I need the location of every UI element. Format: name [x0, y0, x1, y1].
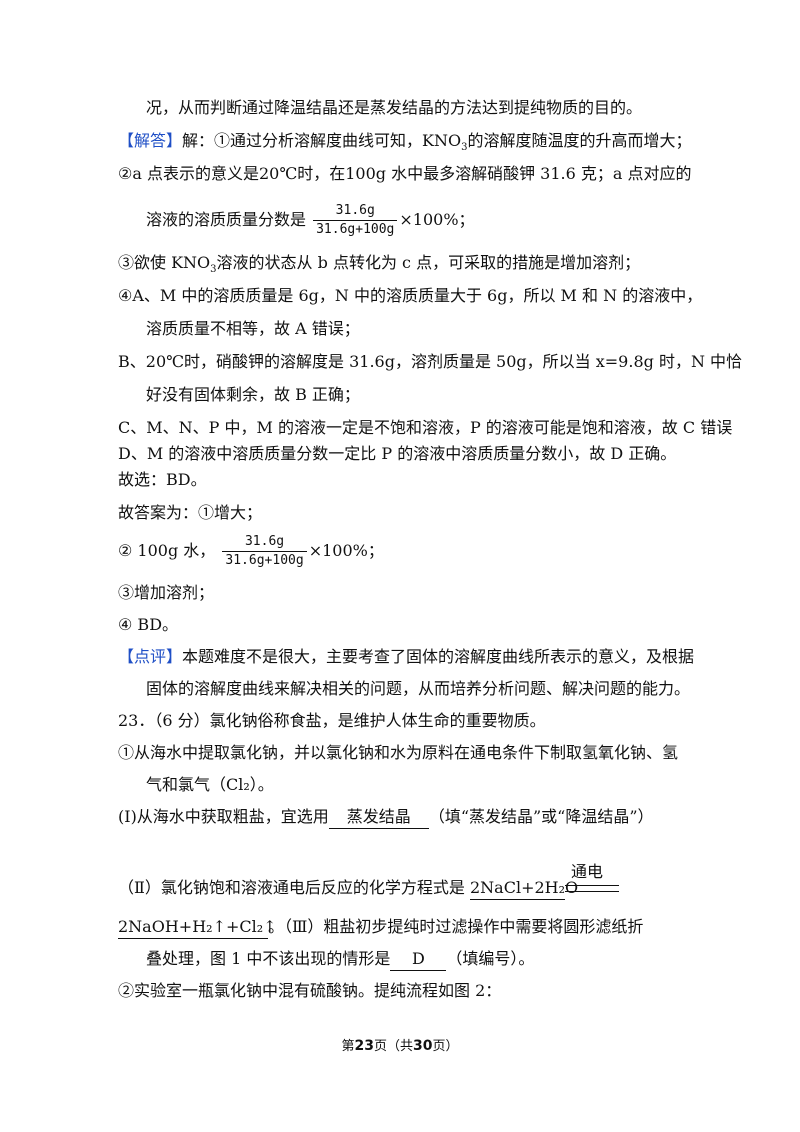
text-line: 溶液的溶质质量分数是 31.6g 31.6g+100g ×100%； — [146, 203, 475, 238]
answer-blank: D — [390, 948, 447, 971]
text-line: 溶质质量不相等，故 A 错误； — [146, 319, 360, 338]
text-line: B、20℃时，硝酸钾的溶解度是 31.6g，溶剂质量是 50g，所以当 x=9.… — [118, 352, 743, 371]
text-line: ①从海水中提取氯化钠，并以氯化钠和水为原料在通电条件下制取氢氧化钠、氢 — [118, 743, 679, 762]
text-line: (Ⅰ)从海水中获取粗盐，宜选用蒸发结晶（填“蒸发结晶”或“降温结晶”） — [118, 806, 654, 829]
text-line: 故答案为：①增大； — [118, 503, 263, 522]
equation-left: 2NaCl+2H₂O — [469, 877, 578, 900]
text-segment: 解：①通过分析溶解度曲线可知，KNO — [182, 131, 462, 150]
text-segment: 叠处理，图 1 中不该出现的情形是 — [146, 949, 391, 968]
text-segment: ×100%； — [308, 541, 384, 560]
text-segment: (Ⅰ)从海水中获取粗盐，宜选用 — [118, 807, 329, 826]
text-line: 气和氯气（Cl₂）。 — [146, 775, 274, 794]
text-line: ②实验室一瓶氯化钠中混有硫酸钠。提纯流程如图 2： — [118, 981, 502, 1000]
fraction-numerator: 31.6g — [313, 203, 398, 221]
footer-text: 第 — [341, 1039, 355, 1054]
text-segment: 。（Ⅲ）粗盐初步提纯时过滤操作中需要将圆形滤纸折 — [268, 917, 644, 936]
question-title: 23．（6 分）氯化钠俗称食盐，是维护人体生命的重要物质。 — [118, 711, 546, 730]
footer-text: 页（共 — [373, 1039, 413, 1054]
text-line: 好没有固体剩余，故 B 正确； — [146, 385, 360, 404]
answer-blank: 蒸发结晶 — [328, 806, 429, 829]
text-line: D、M 的溶液中溶质质量分数一定比 P 的溶液中溶质质量分数小，故 D 正确。 — [118, 444, 677, 463]
text-segment: 本题难度不是很大，主要考查了固体的溶解度曲线所表示的意义，及根据 — [182, 647, 695, 666]
text-segment: （填编号）。 — [446, 949, 535, 968]
reaction-condition: 通电 — [564, 862, 619, 899]
answer-tag: 【解答】 — [118, 131, 183, 150]
comment-tag: 【点评】 — [118, 647, 183, 666]
text-line: ④A、M 中的溶质质量是 6g，N 中的溶质质量大于 6g，所以 M 和 N 的… — [118, 286, 703, 305]
subscript: 3 — [461, 142, 468, 154]
text-line: 【点评】本题难度不是很大，主要考查了固体的溶解度曲线所表示的意义，及根据 — [118, 646, 694, 668]
fraction: 31.6g 31.6g+100g — [313, 203, 398, 238]
equals-sign — [564, 885, 619, 892]
text-segment: 溶液的状态从 b 点转化为 c 点，可采取的措施是增加溶剂； — [216, 253, 641, 272]
text-line: 2NaOH+H₂↑+Cl₂↑。（Ⅲ）粗盐初步提纯时过滤操作中需要将圆形滤纸折 — [118, 916, 643, 939]
page-total: 30 — [413, 1038, 433, 1054]
text-line: ② 100g 水， 31.6g 31.6g+100g ×100%； — [118, 534, 384, 569]
text-segment: ③欲使 KNO — [118, 253, 211, 272]
footer-text: 页） — [432, 1039, 459, 1054]
text-segment: 的溶解度随温度的升高而增大； — [467, 131, 692, 150]
page-number: 23 — [354, 1038, 374, 1054]
text-line: 况，从而判断通过降温结晶还是蒸发结晶的方法达到提纯物质的目的。 — [146, 98, 643, 117]
fraction: 31.6g 31.6g+100g — [222, 534, 307, 569]
fraction-denominator: 31.6g+100g — [316, 222, 395, 237]
text-segment: ② 100g 水， — [118, 541, 216, 560]
equation-right: 2NaOH+H₂↑+Cl₂↑ — [118, 916, 277, 939]
text-line: ④ BD。 — [118, 615, 179, 634]
text-line: ③欲使 KNO3溶液的状态从 b 点转化为 c 点，可采取的措施是增加溶剂； — [118, 252, 640, 281]
condition-label: 通电 — [570, 862, 603, 881]
text-line: C、M、N、P 中，M 的溶液一定是不饱和溶液，P 的溶液可能是饱和溶液，故 C… — [118, 418, 733, 437]
text-segment: （填“蒸发结晶”或“降温结晶”） — [428, 807, 654, 826]
text-line: ③增加溶剂； — [118, 583, 215, 602]
text-segment: ×100%； — [399, 210, 475, 229]
fraction-numerator: 31.6g — [222, 534, 307, 552]
page-footer: 第23页（共30页） — [0, 1035, 800, 1054]
text-line: 故选：BD。 — [118, 470, 207, 489]
text-segment: 溶液的溶质质量分数是 — [146, 210, 307, 229]
fraction-denominator: 31.6g+100g — [225, 553, 304, 568]
text-line: ②a 点表示的意义是20℃时，在100g 水中最多溶解硝酸钾 31.6 克；a … — [118, 164, 692, 183]
text-line: 固体的溶解度曲线来解决相关的问题，从而培养分析问题、解决问题的能力。 — [146, 679, 691, 698]
text-line: 【解答】解：①通过分析溶解度曲线可知，KNO3的溶解度随温度的升高而增大； — [118, 130, 691, 159]
subscript: 3 — [210, 264, 217, 276]
text-segment: （Ⅱ）氯化钠饱和溶液通电后反应的化学方程式是 — [118, 878, 465, 897]
